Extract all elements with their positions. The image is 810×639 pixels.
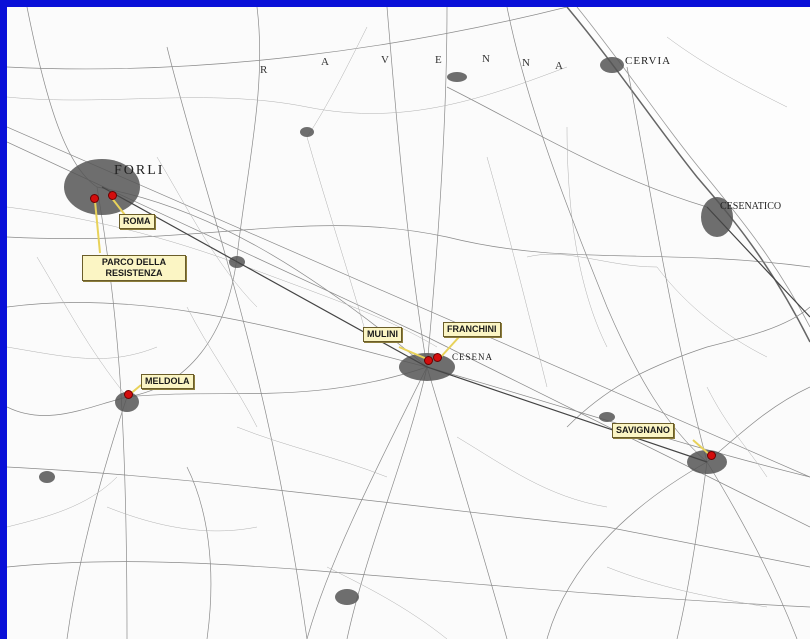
label-savignano[interactable]: SAVIGNANO [612, 423, 674, 438]
label-mulini[interactable]: MULINI [363, 327, 402, 342]
place-name-cesena: CESENA [452, 352, 494, 362]
road-map-background [7, 7, 810, 639]
map-text-ravenna-n2: N [522, 57, 530, 69]
label-roma[interactable]: ROMA [119, 214, 155, 229]
label-meldola[interactable]: MELDOLA [141, 374, 194, 389]
map-text-ravenna-n1: N [482, 53, 490, 65]
label-parco-della-resistenza[interactable]: PARCO DELLA RESISTENZA [82, 255, 186, 281]
marker-savignano[interactable] [707, 451, 716, 460]
map-text-ravenna-v: V [381, 54, 389, 66]
marker-roma[interactable] [108, 191, 117, 200]
map-area[interactable]: R A V E N N A FORLI CESENA CERVIA CESENA… [7, 7, 810, 639]
place-name-cesenatico: CESENATICO [720, 201, 782, 212]
map-text-ravenna-a2: A [555, 60, 563, 72]
place-name-cervia: CERVIA [625, 55, 672, 67]
map-text-ravenna-r: R [260, 64, 268, 76]
marker-franchini[interactable] [433, 353, 442, 362]
marker-meldola[interactable] [124, 390, 133, 399]
marker-mulini[interactable] [424, 356, 433, 365]
place-name-forli: FORLI [114, 163, 165, 178]
marker-parco-della-resistenza[interactable] [90, 194, 99, 203]
map-text-ravenna-e: E [435, 54, 442, 66]
label-leader-lines [94, 196, 711, 456]
map-text-ravenna-a: A [321, 56, 329, 68]
label-franchini[interactable]: FRANCHINI [443, 322, 501, 337]
